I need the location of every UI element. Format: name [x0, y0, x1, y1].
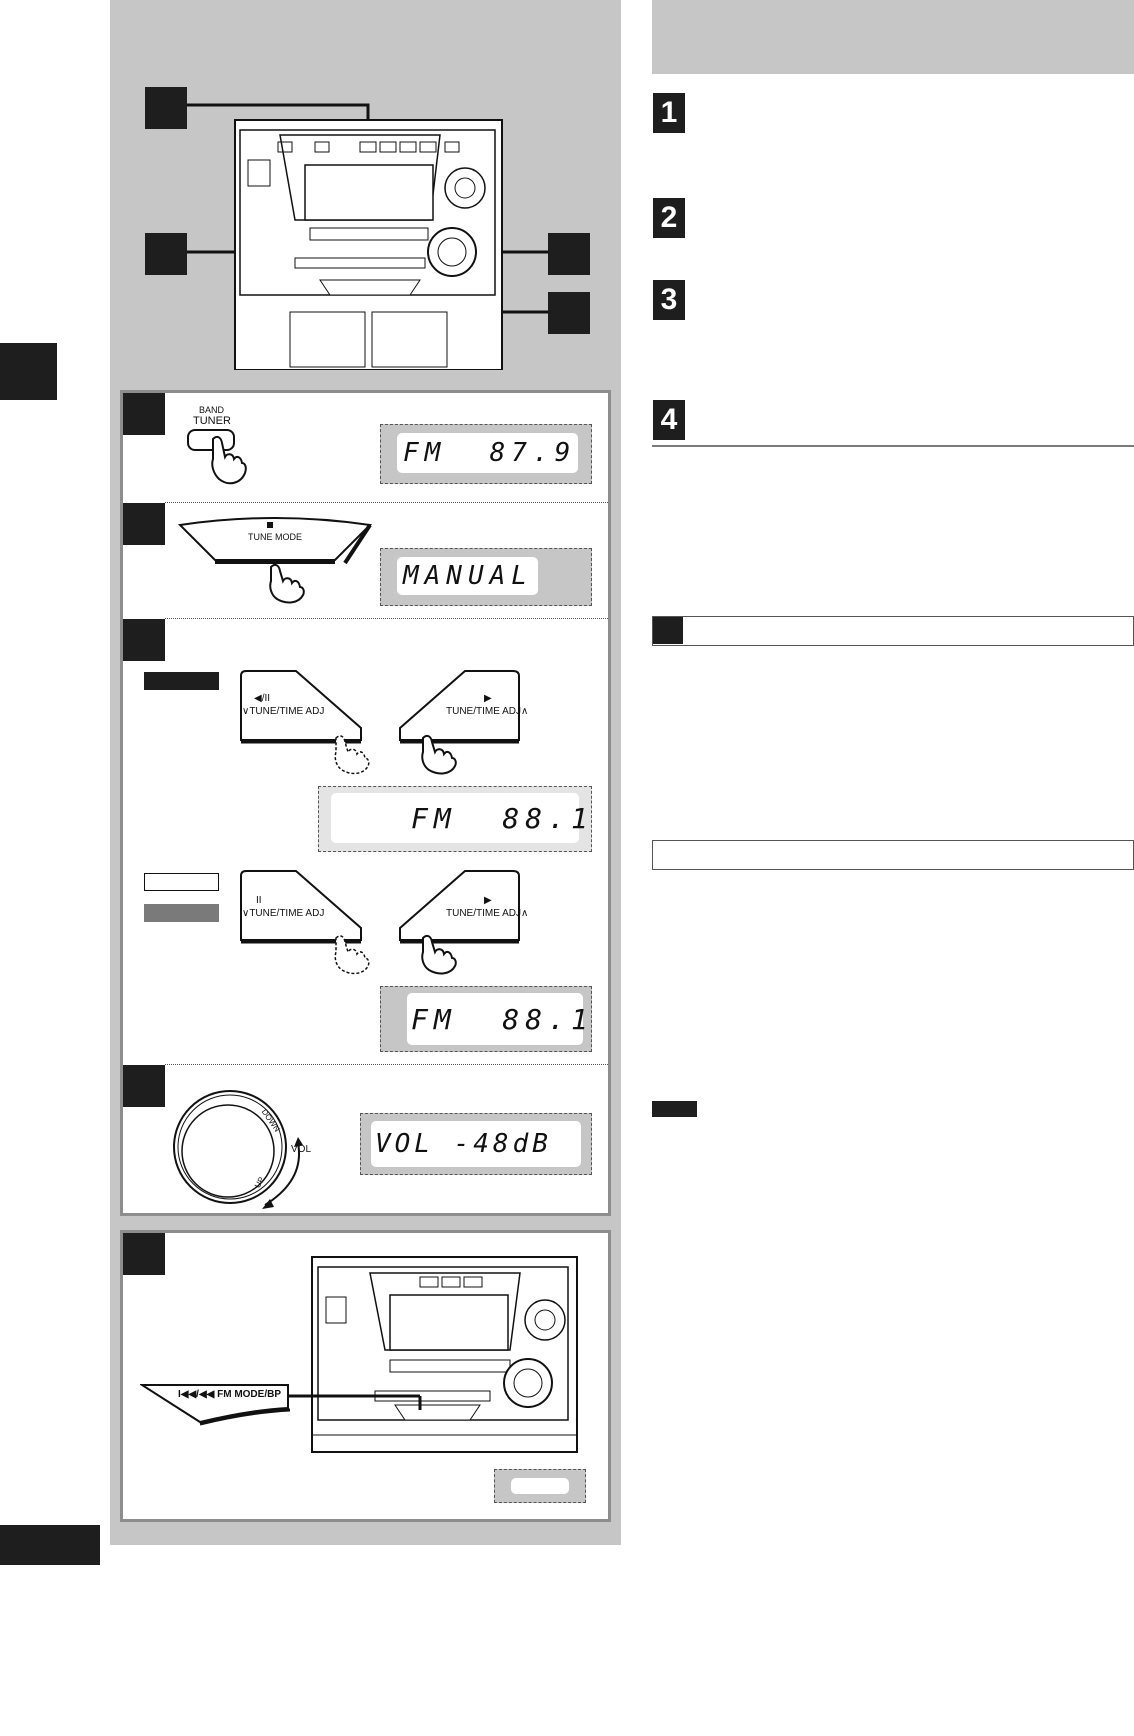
section-tab: [0, 343, 57, 400]
tuner-button-group: BAND TUNER: [185, 405, 247, 490]
fm-mode-bp-wedge-button[interactable]: [140, 1678, 141, 1679]
fm-mode-marker: [123, 1233, 165, 1275]
tune-mode-label: TUNE MODE: [248, 532, 302, 542]
fm-mode-button-drawn[interactable]: [140, 1676, 440, 1726]
display-step-4-text: VOL -48dB: [371, 1121, 581, 1167]
display-step-3a: FM 88.1: [318, 786, 592, 852]
title-banner: [652, 0, 1134, 74]
step-1-badge: 1: [653, 93, 685, 133]
display-fm-mode-screen: [511, 1478, 569, 1494]
tune-down-symbol-b: II: [256, 895, 262, 906]
note-marker: [652, 1101, 697, 1117]
tune-down-button-b[interactable]: [236, 868, 376, 978]
display-fm-mode: [494, 1469, 586, 1503]
mode-indicator-gray: [144, 904, 219, 922]
stereo-unit-illustration: [145, 87, 590, 370]
step-2-marker: [123, 503, 165, 545]
callout-step-1: [145, 87, 187, 129]
display-step-2-text: MANUAL: [397, 557, 538, 595]
tune-up-symbol: ▶: [484, 693, 492, 704]
divider: [165, 618, 608, 619]
band-label: BAND: [199, 405, 225, 415]
fm-mode-label: I◀◀/◀◀ FM MODE/BP: [178, 1389, 281, 1400]
step-3-badge: 3: [653, 280, 685, 320]
divider: [165, 1064, 608, 1065]
display-step-3b-text: FM 88.1: [407, 993, 588, 1045]
fm-mode-shown-wedge[interactable]: [140, 1676, 141, 1677]
vol-label: VOL: [291, 1144, 312, 1155]
section-heading-bar-2: [652, 840, 1134, 870]
page-number-tab: [0, 1525, 100, 1565]
callout-step-3: [548, 292, 590, 334]
callout-step-4: [548, 233, 590, 275]
stereo-unit-illustration-2: [311, 1256, 578, 1453]
tune-up-button-b[interactable]: [395, 868, 535, 978]
divider: [165, 502, 608, 503]
tune-down-label-b: ∨TUNE/TIME ADJ: [242, 908, 325, 919]
mode-indicator-white: [144, 873, 219, 891]
tune-up-button[interactable]: [395, 668, 535, 778]
tune-down-symbol: ◀/II: [254, 693, 271, 704]
display-step-3a-text: FM 88.1: [331, 793, 588, 843]
section-heading-bar-1: [652, 616, 1134, 646]
tune-down-button[interactable]: [236, 668, 376, 778]
callout-step-2: [145, 233, 187, 275]
pressing-hand-icon: [211, 435, 247, 485]
section-heading-marker: [653, 617, 683, 644]
display-step-3b: FM 88.1: [380, 986, 592, 1052]
step-2-badge: 2: [653, 198, 685, 238]
display-step-4: VOL -48dB: [360, 1113, 592, 1175]
step-4-marker: [123, 1065, 165, 1107]
section-rule: [652, 445, 1134, 447]
tune-up-label-b: TUNE/TIME ADJ∧: [446, 908, 529, 919]
mode-indicator-black: [144, 672, 219, 690]
step-3-marker: [123, 619, 165, 661]
fm-mode-bp-wedge-render[interactable]: [140, 1380, 440, 1430]
display-step-1: FM 87.9: [380, 424, 592, 484]
display-step-2: MANUAL: [380, 548, 592, 606]
tune-mode-button[interactable]: [175, 515, 375, 605]
tuner-label: TUNER: [193, 415, 231, 427]
tune-up-label: TUNE/TIME ADJ∧: [446, 706, 529, 717]
tune-up-symbol-b: ▶: [484, 895, 492, 906]
fm-bp-button[interactable]: [138, 1676, 139, 1677]
volume-knob[interactable]: [170, 1085, 320, 1215]
step-4-badge: 4: [653, 400, 685, 440]
display-step-1-text: FM 87.9: [397, 433, 578, 473]
step-1-marker: [123, 393, 165, 435]
tune-down-label: ∨TUNE/TIME ADJ: [242, 706, 325, 717]
